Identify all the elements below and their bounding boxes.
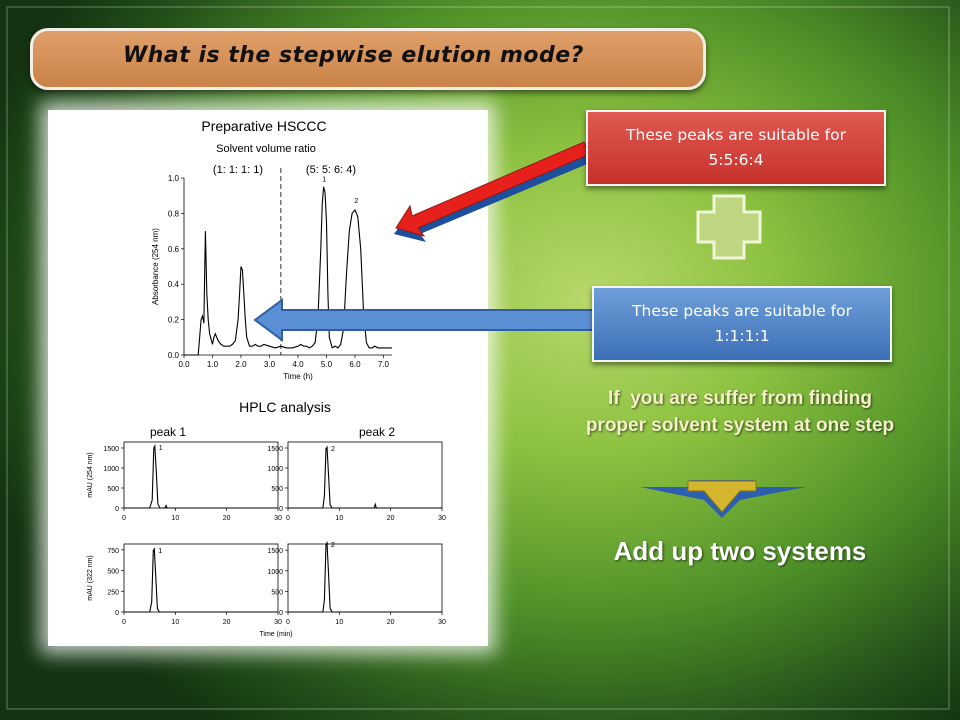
x-axis-label: Time (h) <box>283 372 313 381</box>
y-tick-label: 500 <box>271 589 283 596</box>
y-tick-label: 1000 <box>103 466 119 473</box>
title-banner: What is the stepwise elution mode? <box>30 28 706 90</box>
callout-blue-line1: These peaks are suitable for <box>632 302 852 320</box>
x-tick-label: 10 <box>171 619 179 626</box>
y-axis-label: mAU (322 nm) <box>87 555 94 601</box>
plot-layer: 0.0 1.0 2.0 3.0 4.0 5.0 6.0 7.0 0.0 0.2 0.4 0.6 0.8 1… <box>87 168 446 638</box>
y-tick-label: 250 <box>107 589 119 596</box>
x-tick-label: 10 <box>335 619 343 626</box>
series-line <box>288 445 442 509</box>
x-tick-label: 5.0 <box>321 360 333 369</box>
y-tick-label: 1000 <box>267 466 283 473</box>
down-arrow-icon <box>640 480 806 518</box>
x-tick-label: 1.0 <box>207 360 219 369</box>
callout-red-line1: These peaks are suitable for <box>626 126 846 144</box>
y-axis-label: Absorbance (254 nm) <box>151 228 160 305</box>
y-tick-label: 1000 <box>267 569 283 576</box>
figure-svg: Preparative HSCCC Solvent volume ratio (… <box>87 118 446 638</box>
y-tick-label: 0 <box>279 610 283 617</box>
hplc-col-title-2: peak 2 <box>359 425 395 439</box>
peak-label: 1 <box>322 177 326 184</box>
y-tick-label: 0.2 <box>168 316 180 325</box>
y-axis-label: mAU (254 nm) <box>87 452 94 498</box>
y-tick-label: 1500 <box>267 548 283 555</box>
x-tick-label: 3.0 <box>264 360 276 369</box>
peak-label: 1 <box>159 445 163 452</box>
conclusion-text: Add up two systems <box>613 536 867 566</box>
y-tick-label: 0.4 <box>168 280 180 289</box>
x-tick-label: 0.0 <box>178 360 190 369</box>
y-tick-label: 0 <box>115 610 119 617</box>
x-tick-label: 30 <box>438 515 446 522</box>
peak-label: 1 <box>158 548 162 555</box>
x-tick-label: 4.0 <box>292 360 304 369</box>
x-tick-label: 2.0 <box>235 360 247 369</box>
x-tick-label: 6.0 <box>349 360 361 369</box>
figure-top-title: Preparative HSCCC <box>201 118 326 134</box>
slide-title: What is the stepwise elution mode? <box>123 43 584 68</box>
y-tick-label: 0.0 <box>168 351 180 360</box>
figure-subtitle: Solvent volume ratio <box>216 143 316 155</box>
series-line <box>288 541 442 613</box>
callout-red-line2: 5:5:6:4 <box>708 151 764 169</box>
note-line-2: proper solvent system at one step <box>585 415 895 436</box>
x-axis-label: Time (min) <box>259 631 292 638</box>
series-line <box>124 443 278 509</box>
hplc-col-title-1: peak 1 <box>150 425 186 439</box>
y-tick-label: 0.8 <box>168 209 180 218</box>
x-tick-label: 20 <box>387 619 395 626</box>
y-tick-label: 1500 <box>103 446 119 453</box>
x-tick-label: 10 <box>335 515 343 522</box>
y-tick-label: 750 <box>107 548 119 555</box>
x-tick-label: 0 <box>122 619 126 626</box>
peak-label: 2 <box>354 198 358 205</box>
y-tick-label: 1500 <box>267 446 283 453</box>
x-tick-label: 0 <box>286 619 290 626</box>
slide-frame <box>6 6 950 710</box>
peak-label: 2 <box>331 446 335 453</box>
x-tick-label: 20 <box>223 619 231 626</box>
x-tick-label: 30 <box>438 619 446 626</box>
y-tick-label: 500 <box>271 486 283 493</box>
x-tick-label: 20 <box>223 515 231 522</box>
series-line <box>184 186 392 356</box>
series-line <box>124 547 278 613</box>
callout-1111: These peaks are suitable for 1:1:1:1 <box>592 286 892 362</box>
callout-5564: These peaks are suitable for 5:5:6:4 <box>586 110 886 186</box>
x-tick-label: 30 <box>274 515 282 522</box>
solvent-note: If you are suffer from finding proper so… <box>520 385 960 439</box>
ratio-left-label: (1: 1: 1: 1) <box>213 164 263 176</box>
figure-bottom-title: HPLC analysis <box>239 399 331 415</box>
callout-blue-line2: 1:1:1:1 <box>714 327 770 345</box>
y-tick-label: 500 <box>107 486 119 493</box>
red-arrow <box>394 141 592 242</box>
x-tick-label: 10 <box>171 515 179 522</box>
y-tick-label: 500 <box>107 569 119 576</box>
y-tick-label: 0.6 <box>168 245 180 254</box>
note-line-1: If you are suffer from finding <box>608 388 872 409</box>
y-tick-label: 1.0 <box>168 174 180 183</box>
peak-label: 2 <box>331 542 335 549</box>
x-tick-label: 7.0 <box>378 360 390 369</box>
plus-cross-icon <box>696 194 762 260</box>
figure-panel: Preparative HSCCC Solvent volume ratio (… <box>48 110 488 646</box>
blue-arrow <box>253 298 595 342</box>
y-tick-label: 0 <box>115 506 119 513</box>
x-tick-label: 20 <box>387 515 395 522</box>
ratio-right-label: (5: 5: 6: 4) <box>306 164 356 176</box>
x-tick-label: 0 <box>122 515 126 522</box>
x-tick-label: 0 <box>286 515 290 522</box>
y-tick-label: 0 <box>279 506 283 513</box>
x-tick-label: 30 <box>274 619 282 626</box>
